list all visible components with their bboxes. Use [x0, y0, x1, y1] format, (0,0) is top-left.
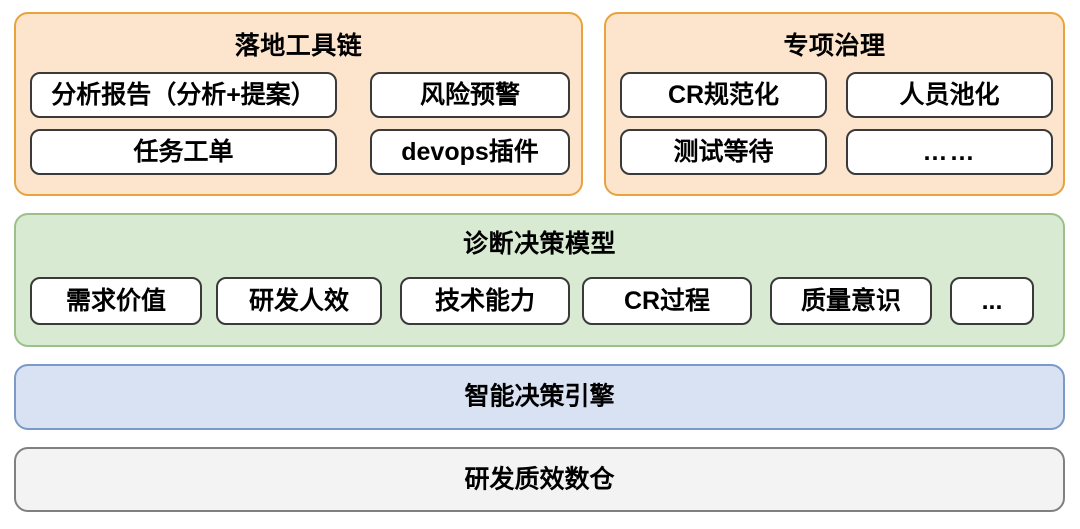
panel-title-landing-toolchain: 落地工具链	[234, 32, 363, 60]
panel-title-special-governance: 专项治理	[783, 32, 886, 60]
box-test-waiting[interactable]: 测试等待	[620, 129, 827, 175]
box-quality-awareness[interactable]: 质量意识	[770, 277, 932, 325]
box-etc-ellipsis[interactable]: ...	[950, 277, 1034, 325]
panel-rnd-quality-data-warehouse: 研发质效数仓	[14, 447, 1065, 512]
panel-diagnostic-decision-model: 诊断决策模型 需求价值 研发人效 技术能力 CR过程 质量意识 ...	[14, 213, 1065, 347]
box-more-ellipsis[interactable]: ……	[846, 129, 1053, 175]
box-risk-alert[interactable]: 风险预警	[370, 72, 570, 118]
box-requirement-value[interactable]: 需求价值	[30, 277, 202, 325]
box-analysis-report[interactable]: 分析报告（分析+提案）	[30, 72, 337, 118]
panel-special-governance: 专项治理 CR规范化 人员池化 测试等待 ……	[604, 12, 1065, 196]
box-technical-capability[interactable]: 技术能力	[400, 277, 570, 325]
box-cr-process[interactable]: CR过程	[582, 277, 752, 325]
panel-title-rnd-quality-data-warehouse: 研发质效数仓	[464, 465, 615, 493]
box-cr-standardization[interactable]: CR规范化	[620, 72, 827, 118]
panel-title-diagnostic-decision-model: 诊断决策模型	[462, 230, 616, 258]
panel-landing-toolchain: 落地工具链 分析报告（分析+提案） 风险预警 任务工单 devops插件	[14, 12, 583, 196]
box-rnd-efficiency[interactable]: 研发人效	[216, 277, 382, 325]
box-devops-plugin[interactable]: devops插件	[370, 129, 570, 175]
panel-intelligent-decision-engine: 智能决策引擎	[14, 364, 1065, 430]
box-task-ticket[interactable]: 任务工单	[30, 129, 337, 175]
box-personnel-pooling[interactable]: 人员池化	[846, 72, 1053, 118]
panel-title-intelligent-decision-engine: 智能决策引擎	[464, 382, 615, 411]
